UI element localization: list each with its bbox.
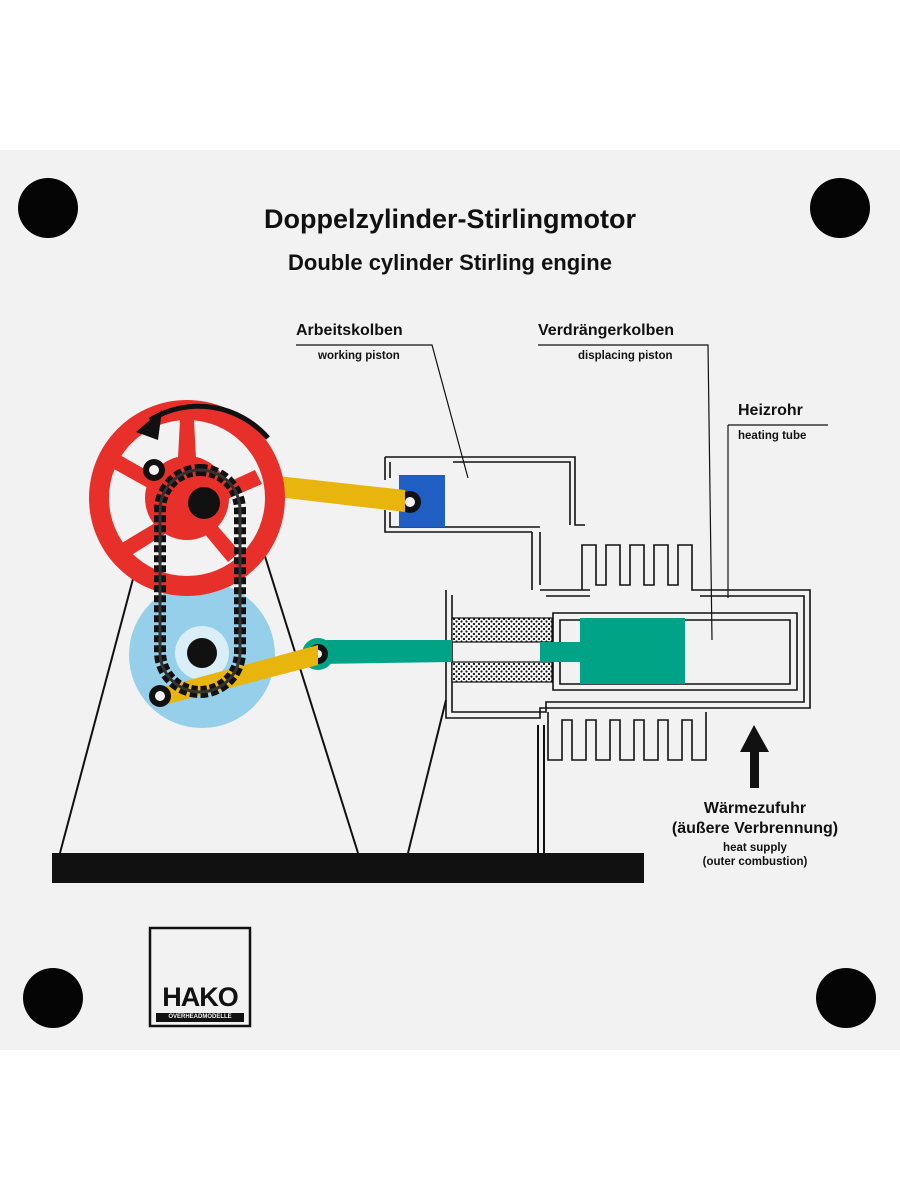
mounting-hole-top-left (18, 178, 78, 238)
working-cylinder (384, 456, 585, 590)
regenerator-top (451, 617, 553, 643)
displacer-connecting-rod (318, 640, 452, 664)
working-piston-label-en: working piston (318, 350, 400, 362)
heating-tube-label-de: Heizrohr (738, 402, 803, 419)
hako-logo (148, 926, 252, 1028)
working-piston-label-de: Arbeitskolben (296, 322, 403, 339)
mounting-hole-bottom-right (816, 968, 876, 1028)
heat-supply-label-de-1: Wärmezufuhr (703, 800, 807, 817)
heating-tube-label-en: heating tube (738, 430, 807, 442)
leader-lines (296, 344, 828, 641)
heat-supply-label-en-1: heat supply (723, 842, 787, 854)
displacer-rod (540, 642, 582, 662)
base-plate (52, 853, 644, 883)
mounting-hole-top-right (810, 178, 870, 238)
displacer-cylinder (445, 589, 811, 719)
heat-supply-label-en-2: (outer combustion) (702, 856, 808, 868)
displacer-piston (580, 618, 685, 684)
regenerator-bottom (451, 661, 553, 683)
page-title: Doppelzylinder-Stirlingmotor (263, 204, 636, 234)
cooling-fins-top (581, 544, 700, 591)
flywheel (89, 400, 285, 596)
logo-text: HAKO (162, 982, 239, 1012)
diagram-board (0, 150, 900, 1050)
support-frame (59, 514, 545, 854)
mounting-hole-bottom-left (23, 968, 83, 1028)
page-subtitle: Double cylinder Stirling engine (288, 250, 612, 275)
heat-supply-label-de-2: (äußere Verbrennung) (671, 820, 839, 837)
displacing-piston-label-de: Verdrängerkolben (538, 322, 675, 339)
drive-chain (154, 464, 246, 698)
rotation-arrow-icon (148, 403, 270, 440)
logo-subtext: OVERHEADMODELLE (168, 1014, 232, 1020)
cooling-fins-bottom (547, 712, 707, 761)
heat-supply-arrow-icon (740, 725, 769, 788)
displacing-piston-label-en: displacing piston (578, 350, 673, 362)
